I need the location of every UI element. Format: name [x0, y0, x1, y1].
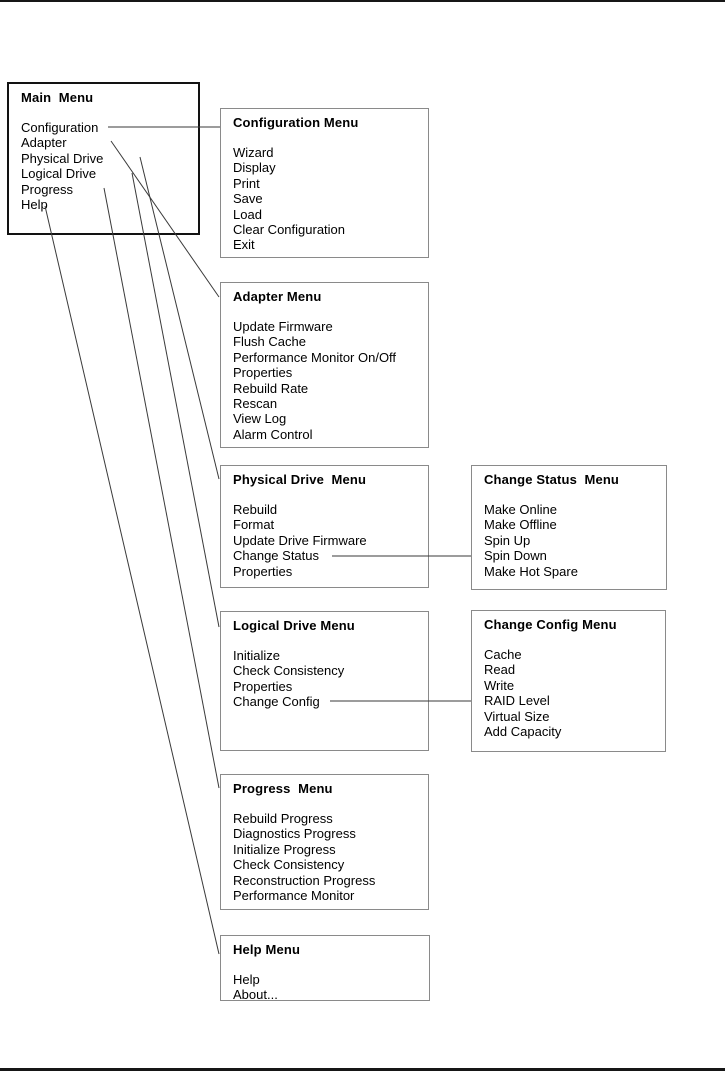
menu-item: Clear Configuration — [233, 222, 346, 238]
menu-item: Format — [233, 517, 275, 533]
adapter-menu-title: Adapter Menu — [233, 289, 322, 304]
menu-item: Print — [233, 175, 260, 191]
help-menu-title: Help Menu — [233, 942, 301, 957]
change-config-menu-title: Change Config Menu — [484, 617, 617, 632]
change-status-menu-title: Change Status Menu — [484, 472, 620, 487]
menu-item: Spin Up — [484, 532, 531, 548]
menu-item: Change Status — [233, 548, 320, 564]
menu-item: Display — [233, 160, 276, 176]
menu-item: Configuration — [21, 120, 99, 135]
menu-item: Exit — [233, 237, 255, 253]
main-menu-title: Main Menu — [21, 90, 94, 105]
logical-drive-menu-title: Logical Drive Menu — [233, 618, 355, 633]
menu-item: RAID Level — [484, 693, 550, 709]
menu-item: View Log — [233, 411, 287, 427]
menu-item: Physical Drive — [21, 150, 104, 166]
menu-item: Performance Monitor On/Off — [233, 349, 397, 365]
menu-item: Diagnostics Progress — [233, 826, 356, 842]
menu-item: Load — [233, 206, 262, 222]
menu-item: Virtual Size — [484, 708, 550, 724]
menu-item: Make Hot Spare — [484, 563, 578, 579]
menu-item: Rebuild Progress — [233, 811, 333, 826]
menu-item: Update Drive Firmware — [233, 532, 367, 548]
menu-item: Performance Monitor — [233, 888, 355, 904]
menu-item: Wizard — [233, 145, 274, 160]
page-bottom-rule — [0, 1068, 725, 1071]
connector-logical-drive — [131, 172, 220, 628]
menu-item: Reconstruction Progress — [233, 872, 376, 888]
menu-item: Help — [233, 972, 260, 987]
menu-item: Progress — [21, 181, 74, 197]
configuration-menu-title: Configuration Menu — [233, 115, 359, 130]
menu-item: Rebuild — [233, 502, 278, 517]
physical-drive-menu-title: Physical Drive Menu — [233, 472, 367, 487]
menu-item: Rebuild Rate — [233, 380, 309, 396]
menu-item: Properties — [233, 563, 293, 579]
menu-item: About... — [233, 987, 278, 1003]
menu-item: Change Config — [233, 694, 320, 710]
menu-item: Save — [233, 191, 263, 207]
menu-item: Make Offline — [484, 517, 557, 533]
menu-item: Flush Cache — [233, 334, 306, 350]
page-top-rule — [0, 0, 725, 2]
connector-progress — [103, 187, 220, 789]
connector-help — [44, 205, 220, 955]
menu-item: Help — [21, 197, 48, 213]
menu-item: Cache — [484, 647, 522, 662]
menu-item: Alarm Control — [233, 426, 313, 442]
menu-item: Logical Drive — [21, 166, 97, 182]
menu-item: Check Consistency — [233, 857, 345, 873]
menu-item: Properties — [233, 365, 293, 381]
menu-item: Add Capacity — [484, 724, 562, 740]
menu-item: Check Consistency — [233, 663, 345, 679]
menu-item: Rescan — [233, 396, 278, 412]
menu-item: Update Firmware — [233, 319, 333, 334]
menu-item: Adapter — [21, 135, 67, 151]
menu-item: Make Online — [484, 502, 557, 517]
progress-menu-title: Progress Menu — [233, 781, 333, 796]
menu-item: Initialize — [233, 648, 280, 663]
menu-item: Initialize Progress — [233, 841, 336, 857]
menu-item: Write — [484, 677, 515, 693]
menu-item: Read — [484, 662, 516, 678]
menu-item: Spin Down — [484, 548, 547, 564]
menu-item: Properties — [233, 678, 293, 694]
